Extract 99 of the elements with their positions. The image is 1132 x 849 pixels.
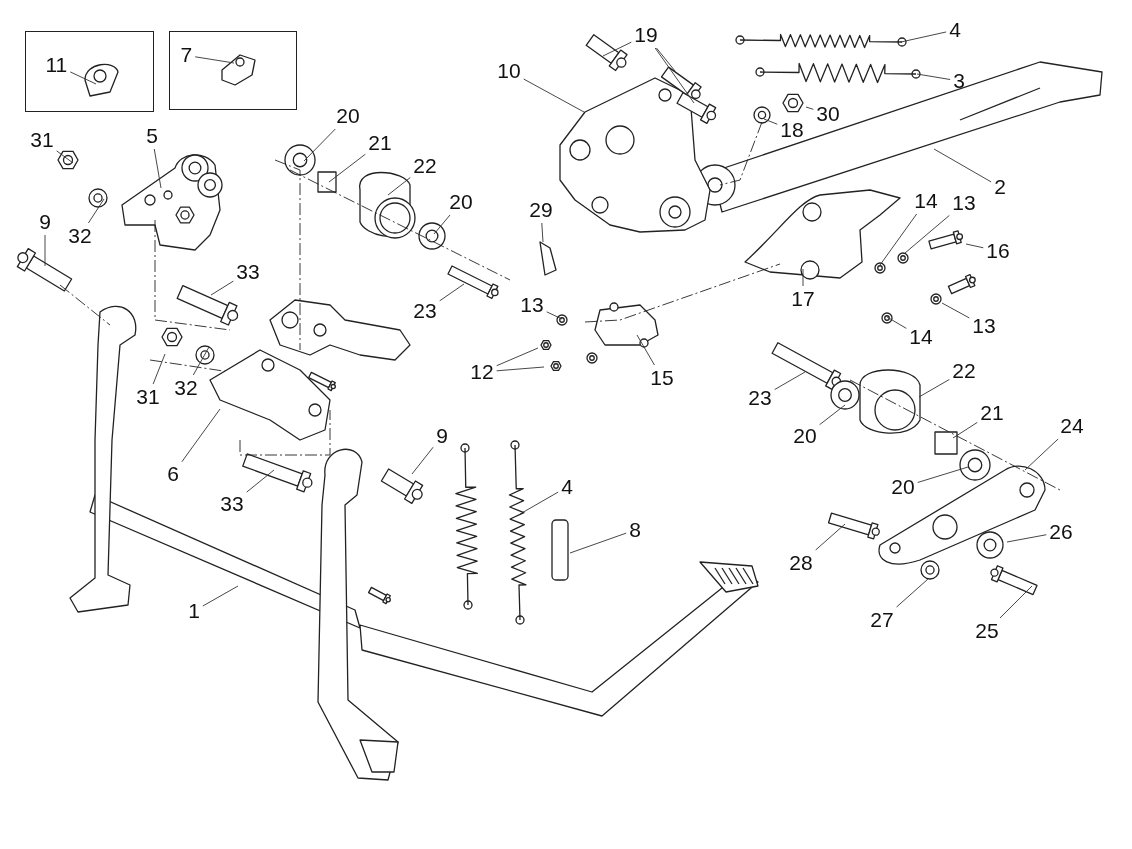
leader-line — [56, 150, 74, 164]
leader-line — [569, 532, 627, 554]
callout-number: 14 — [908, 326, 934, 348]
callout-number: 14 — [913, 190, 939, 212]
callout-number: 22 — [951, 360, 977, 382]
callout-number: 33 — [235, 261, 261, 283]
callout-number: 33 — [219, 493, 245, 515]
leader-line — [802, 268, 804, 287]
inset-box — [169, 31, 297, 110]
leader-line — [523, 78, 585, 113]
leader-line — [153, 148, 162, 189]
leader-line — [805, 106, 814, 110]
leader-line — [192, 346, 210, 376]
leader-line — [496, 347, 539, 367]
leader-line — [1024, 438, 1059, 471]
leader-line — [886, 316, 907, 329]
leader-line — [636, 334, 655, 366]
leader-line — [152, 353, 166, 385]
callout-number: 20 — [335, 105, 361, 127]
leader-line — [654, 47, 695, 104]
leader-line — [181, 408, 221, 463]
leader-line — [896, 578, 929, 608]
leader-line — [763, 118, 778, 125]
leader-line — [952, 421, 978, 439]
leader-line — [210, 280, 234, 296]
callout-number: 6 — [166, 463, 180, 485]
leader-line — [411, 446, 434, 475]
leader-line — [519, 491, 559, 515]
leader-line — [496, 366, 545, 372]
callout-number: 31 — [135, 386, 161, 408]
callout-number: 5 — [145, 125, 159, 147]
callout-number: 20 — [448, 191, 474, 213]
leader-line — [546, 311, 563, 320]
leader-line — [541, 222, 544, 243]
callout-number: 8 — [628, 519, 642, 541]
callout-number: 23 — [747, 387, 773, 409]
callout-number: 28 — [788, 552, 814, 574]
leader-line — [999, 585, 1033, 619]
leader-line — [439, 283, 465, 302]
leader-line — [965, 243, 984, 249]
callout-number: 13 — [519, 294, 545, 316]
callout-number: 12 — [469, 361, 495, 383]
leader-line — [879, 213, 918, 266]
leader-line — [303, 128, 336, 162]
callout-number: 1 — [187, 600, 201, 622]
callout-number: 31 — [29, 129, 55, 151]
leader-line — [202, 585, 239, 607]
leader-line — [815, 523, 846, 551]
leader-line — [941, 302, 970, 319]
callout-number: 9 — [38, 211, 52, 233]
callout-number: 10 — [496, 60, 522, 82]
callout-number: 29 — [528, 199, 554, 221]
callout-number: 15 — [649, 367, 675, 389]
callout-number: 4 — [560, 476, 574, 498]
leader-line — [819, 404, 846, 426]
callout-number: 20 — [890, 476, 916, 498]
callout-number: 32 — [67, 225, 93, 247]
callout-number: 9 — [435, 425, 449, 447]
leader-line — [44, 234, 46, 267]
leader-line — [602, 41, 632, 57]
leader-line — [387, 177, 411, 196]
leader-line — [933, 148, 992, 183]
leader-line — [88, 198, 105, 224]
leader-line — [774, 371, 806, 390]
callout-number: 16 — [985, 240, 1011, 262]
callout-number: 17 — [790, 288, 816, 310]
leader-line — [656, 47, 676, 72]
callout-number: 32 — [173, 377, 199, 399]
callout-number: 22 — [412, 155, 438, 177]
callout-number: 21 — [367, 132, 393, 154]
leader-line — [917, 466, 969, 483]
leader-line — [194, 56, 235, 64]
callout-number: 30 — [815, 103, 841, 125]
leader-line — [918, 379, 950, 398]
leader-line — [900, 31, 947, 43]
callout-number: 23 — [412, 300, 438, 322]
callout-number: 19 — [633, 24, 659, 46]
callout-number: 25 — [974, 620, 1000, 642]
callout-number: 18 — [779, 119, 805, 141]
inset-box — [25, 31, 154, 112]
leader-line — [69, 71, 97, 85]
callout-number: 20 — [792, 425, 818, 447]
leader-line — [433, 214, 451, 235]
callout-number: 2 — [993, 176, 1007, 198]
callout-number: 11 — [44, 54, 69, 77]
leader-line — [904, 215, 950, 254]
callout-number: 4 — [948, 19, 962, 41]
leader-line — [1006, 534, 1047, 543]
callout-number: 7 — [179, 44, 194, 67]
callout-number: 26 — [1048, 521, 1074, 543]
leader-line — [328, 153, 366, 183]
callout-number: 24 — [1059, 415, 1085, 437]
callout-number: 13 — [971, 315, 997, 337]
leader-line — [916, 73, 951, 80]
callout-number: 3 — [952, 70, 966, 92]
leader-line — [246, 469, 275, 493]
callout-number: 21 — [979, 402, 1005, 424]
callout-number: 13 — [951, 192, 977, 214]
callout-number: 27 — [869, 609, 895, 631]
